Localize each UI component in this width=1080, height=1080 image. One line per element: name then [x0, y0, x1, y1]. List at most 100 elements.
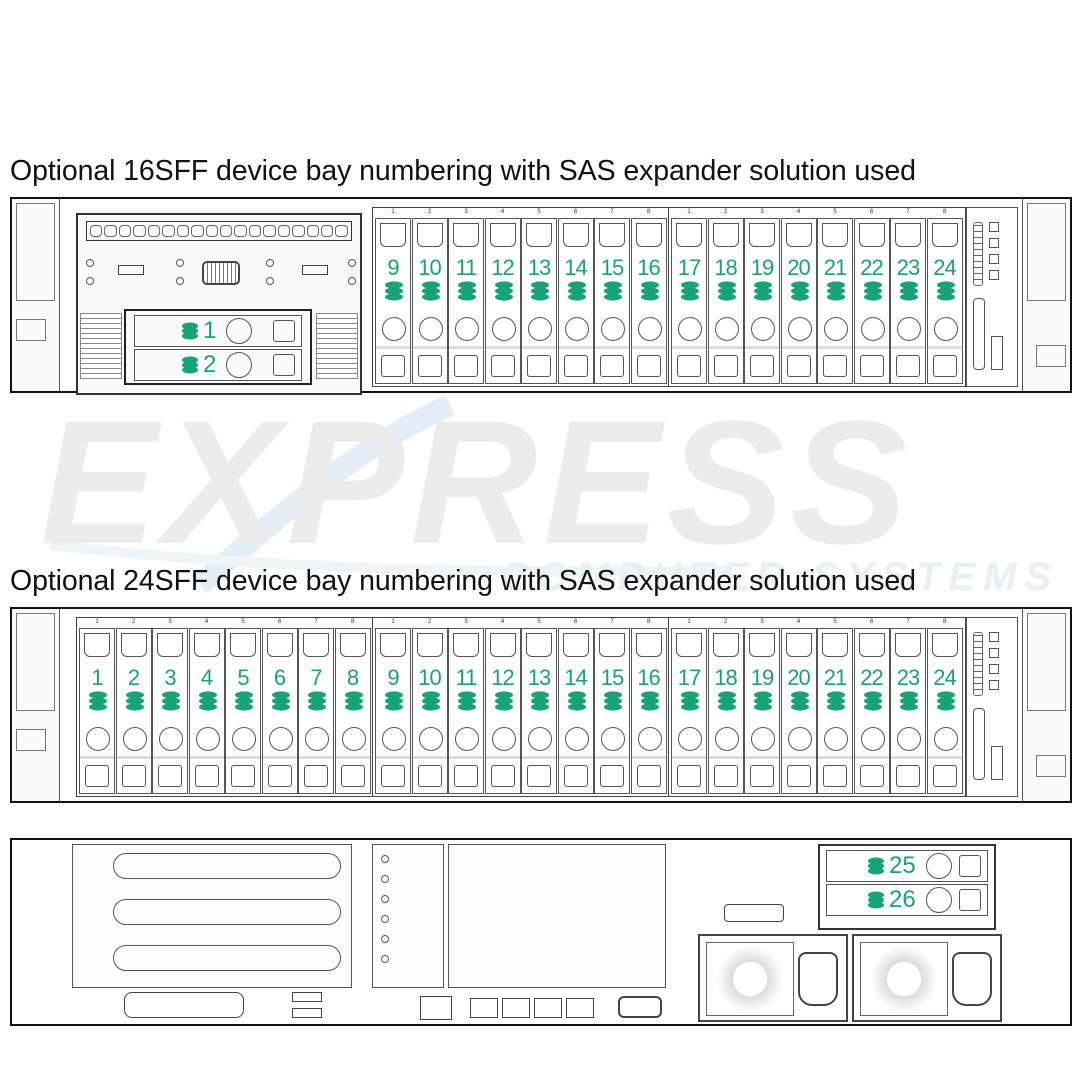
front-usb-port-right[interactable] — [302, 265, 328, 275]
drive-bay-2[interactable]: 2 — [134, 349, 302, 381]
drive-icon — [754, 691, 772, 711]
power-supply-1[interactable] — [698, 934, 848, 1022]
drive-icon — [494, 691, 513, 711]
bay-number: 4 — [200, 665, 213, 690]
bay-number: 15 — [600, 665, 624, 690]
pcie-slot-3[interactable] — [113, 945, 341, 971]
front-usb3-port[interactable] — [991, 746, 1003, 780]
bay-number: 12 — [491, 255, 514, 280]
power-button[interactable] — [989, 222, 999, 232]
front-usb-port-left[interactable] — [118, 265, 144, 275]
front-vga-port[interactable] — [202, 261, 240, 285]
bay-number: 24 — [933, 255, 956, 280]
drive-icon — [900, 691, 918, 711]
right-vent-grille — [316, 313, 358, 379]
right-rack-ear — [1022, 199, 1070, 391]
nic-led — [989, 680, 999, 690]
drive-bay-1[interactable]: 1 — [134, 315, 302, 347]
display-port-slot[interactable] — [973, 298, 985, 370]
nic-port-3[interactable] — [534, 998, 562, 1018]
uid-button[interactable] — [989, 238, 999, 248]
flexible-lom-slot[interactable] — [124, 992, 244, 1018]
pcie-slot-2[interactable] — [113, 899, 341, 925]
ilo-management-port[interactable] — [420, 996, 452, 1020]
bay-number: 3 — [164, 665, 176, 690]
bay-number: 20 — [787, 255, 810, 280]
nic-port-1[interactable] — [470, 998, 498, 1018]
fan-icon — [860, 942, 948, 1016]
bay-number: 19 — [750, 255, 774, 280]
drive-bay-25[interactable]: 25 — [826, 850, 988, 882]
display-port-slot[interactable] — [973, 708, 985, 780]
nic-port-4[interactable] — [566, 998, 594, 1018]
uid-button[interactable] — [989, 648, 999, 658]
left-rack-ear — [12, 199, 60, 391]
rear-usb3-port-2[interactable] — [292, 1008, 322, 1018]
bay-number: 17 — [677, 665, 701, 690]
rear-vga-port[interactable] — [618, 996, 662, 1018]
bay-number: 14 — [564, 255, 587, 280]
front-usb3-port[interactable] — [991, 336, 1003, 370]
drive-icon — [271, 691, 290, 711]
pcie-slot-1[interactable] — [113, 853, 341, 879]
bay-number: 6 — [273, 665, 286, 690]
drive-icon — [604, 691, 622, 711]
bay-number: 22 — [860, 665, 883, 690]
nic-port-2[interactable] — [502, 998, 530, 1018]
drive-icon — [827, 691, 845, 711]
drive-icon — [344, 691, 363, 711]
bay-number: 21 — [823, 255, 847, 280]
drive-icon — [868, 857, 884, 875]
power-supply-2[interactable] — [852, 934, 1002, 1022]
rear-usb3-port-1[interactable] — [292, 992, 322, 1002]
bay-number: 24 — [933, 665, 956, 690]
left-rack-ear — [12, 609, 60, 801]
bay-number: 25 — [889, 852, 916, 879]
serial-port[interactable] — [724, 904, 784, 922]
drive-bay-26[interactable]: 26 — [826, 884, 988, 916]
power-button[interactable] — [989, 632, 999, 642]
